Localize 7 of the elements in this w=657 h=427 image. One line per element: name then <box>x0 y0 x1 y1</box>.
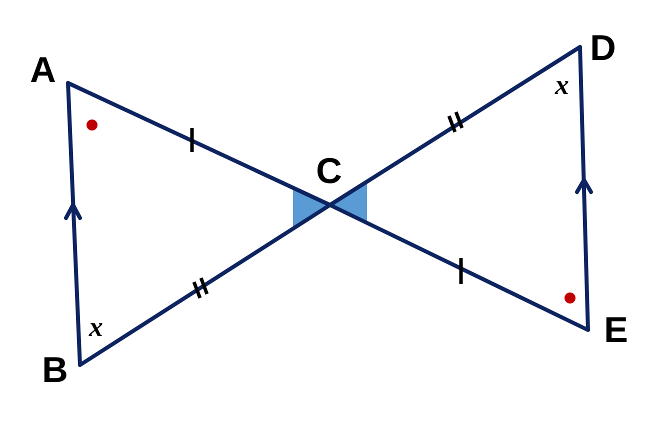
angle-label: x <box>555 72 569 100</box>
vertex-label: C <box>316 153 342 189</box>
vertex-label: A <box>30 52 56 88</box>
angle-label: x <box>89 314 103 342</box>
vertex-label: B <box>42 352 68 388</box>
vertex-label: E <box>604 312 628 348</box>
vertex-label: D <box>590 30 616 66</box>
